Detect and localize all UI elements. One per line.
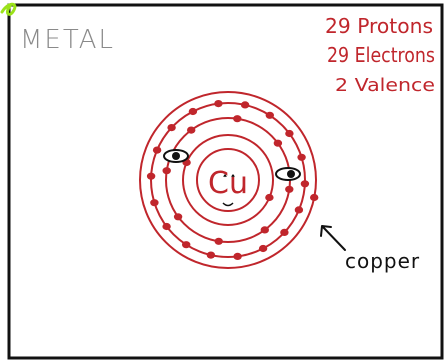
electron-shell-3 [146, 172, 156, 180]
electron-shell-3 [265, 111, 274, 119]
electron-shell-2 [173, 213, 183, 221]
right-eye-doodle-icon [275, 167, 301, 181]
left-eye-doodle-icon [163, 149, 189, 163]
electron-shell-3 [233, 252, 242, 260]
protons-label: 29 Protons [325, 14, 433, 38]
shell-4 [139, 91, 317, 269]
electrons [146, 100, 319, 260]
electron-shell-2 [260, 226, 269, 234]
element-name-label: copper [345, 249, 420, 273]
electron-shell-3 [162, 222, 171, 231]
electron-shell-3 [240, 101, 250, 109]
element-symbol: Cu [208, 166, 248, 201]
electron-shell-3 [152, 146, 162, 154]
electron-shell-3 [206, 251, 216, 259]
valence-label: 2 Valence [335, 75, 435, 96]
electron-shell-2 [285, 185, 294, 193]
electron-shell-2 [273, 139, 283, 147]
electron-shell-3 [300, 180, 310, 188]
electron-shell-3 [167, 124, 176, 132]
electron-shell-3 [294, 206, 304, 214]
nucleus-eyes-icon [223, 174, 235, 178]
electron-shell-3 [188, 107, 198, 116]
electron-shell-3 [258, 244, 268, 253]
nucleus [196, 148, 260, 212]
electron-shell-3 [297, 153, 306, 161]
electron-shell-1 [265, 193, 274, 202]
category-label: METAL [20, 25, 115, 55]
electron-shell-3 [280, 228, 289, 236]
electron-shell-3 [150, 199, 159, 207]
nucleus-smile-icon [222, 202, 234, 207]
electron-shell-3 [285, 129, 294, 138]
corner-squiggle-icon [0, 2, 17, 16]
electron-shell-3 [182, 241, 191, 249]
electron-shell-2 [187, 126, 196, 134]
electron-shell-2 [214, 237, 223, 245]
electron-shell-2 [162, 167, 171, 175]
electron-shell-3 [214, 100, 223, 108]
page-frame [7, 3, 444, 360]
electrons-label: 29 Electrons [327, 43, 435, 67]
shell-3 [150, 102, 306, 258]
shell-1 [182, 134, 274, 226]
electron-shell-4 [310, 193, 319, 202]
electron-shell-2 [233, 115, 242, 123]
pointer-arrow-icon [320, 225, 346, 251]
